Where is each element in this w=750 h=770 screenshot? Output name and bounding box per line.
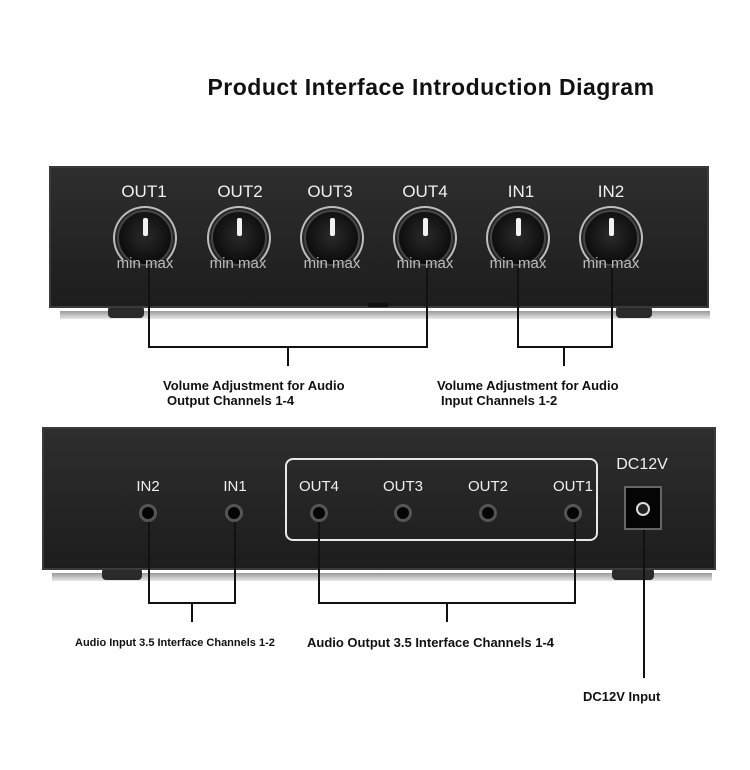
knob-range-out3: min max bbox=[303, 255, 361, 272]
knob-label-in2: IN2 bbox=[597, 182, 625, 201]
jack-out2[interactable] bbox=[479, 504, 497, 522]
front-right-foot bbox=[616, 306, 652, 318]
dc-leader-line bbox=[643, 530, 645, 678]
back-left-foot bbox=[102, 568, 142, 580]
caption-output-volume-line2: Output Channels 1-4 bbox=[167, 393, 295, 408]
knob-out1[interactable] bbox=[113, 206, 177, 270]
jack-out1[interactable] bbox=[564, 504, 582, 522]
dc-power-port[interactable] bbox=[624, 486, 662, 530]
bracket-inputs-stem bbox=[563, 346, 565, 366]
back-panel-shadow bbox=[52, 573, 712, 581]
knob-out3[interactable] bbox=[300, 206, 364, 270]
jack-in2[interactable] bbox=[139, 504, 157, 522]
front-panel-notch bbox=[368, 303, 388, 307]
front-panel-shadow bbox=[60, 311, 710, 319]
knob-label-out4: OUT4 bbox=[402, 182, 448, 201]
bracket-back-in1-line bbox=[234, 522, 236, 604]
knob-range-in1: min max bbox=[489, 255, 547, 272]
jack-out3[interactable] bbox=[394, 504, 412, 522]
knob-label-in1: IN1 bbox=[507, 182, 535, 201]
bracket-in1-line bbox=[517, 268, 519, 348]
bracket-back-in2-line bbox=[148, 522, 150, 604]
bracket-back-out1-line bbox=[574, 522, 576, 604]
knob-out4[interactable] bbox=[393, 206, 457, 270]
caption-audio-output: Audio Output 3.5 Interface Channels 1-4 bbox=[307, 635, 555, 650]
knob-out2[interactable] bbox=[207, 206, 271, 270]
caption-input-volume-line2: Input Channels 1-2 bbox=[441, 393, 558, 408]
caption-dc-input: DC12V Input bbox=[583, 689, 661, 704]
knob-label-out3: OUT3 bbox=[307, 182, 353, 201]
jack-in1[interactable] bbox=[225, 504, 243, 522]
front-left-foot bbox=[108, 306, 144, 318]
knob-range-out2: min max bbox=[209, 255, 267, 272]
caption-input-volume: Volume Adjustment for Audio Input Channe… bbox=[437, 378, 697, 408]
knob-in2[interactable] bbox=[579, 206, 643, 270]
bracket-out1-line bbox=[148, 268, 150, 348]
jack-label-out1: OUT1 bbox=[552, 478, 593, 495]
bracket-out4-line bbox=[426, 268, 428, 348]
diagram-title: Product Interface Introduction Diagram bbox=[207, 74, 655, 100]
knob-range-in2: min max bbox=[582, 255, 640, 272]
knob-range-out1: min max bbox=[116, 255, 174, 272]
dc-label: DC12V bbox=[616, 456, 668, 473]
back-panel bbox=[42, 427, 716, 570]
bracket-outputs-stem bbox=[287, 346, 289, 366]
caption-audio-input: Audio Input 3.5 Interface Channels 1-2 bbox=[75, 637, 275, 649]
caption-output-volume-line1: Volume Adjustment for Audio bbox=[163, 378, 345, 393]
caption-input-volume-line1: Volume Adjustment for Audio bbox=[437, 378, 619, 393]
jack-label-in1: IN1 bbox=[223, 478, 247, 495]
jack-label-out4: OUT4 bbox=[298, 478, 339, 495]
bracket-back-outputs-stem bbox=[446, 602, 448, 622]
jack-out4[interactable] bbox=[310, 504, 328, 522]
caption-output-volume: Volume Adjustment for Audio Output Chann… bbox=[163, 378, 423, 408]
jack-label-out2: OUT2 bbox=[467, 478, 508, 495]
bracket-back-inputs-stem bbox=[191, 602, 193, 622]
bracket-in2-line bbox=[611, 268, 613, 348]
knob-label-out1: OUT1 bbox=[121, 182, 167, 201]
knob-range-out4: min max bbox=[396, 255, 454, 272]
knob-in1[interactable] bbox=[486, 206, 550, 270]
jack-label-in2: IN2 bbox=[136, 478, 160, 495]
bracket-inputs-bar bbox=[517, 346, 613, 348]
bracket-back-out4-line bbox=[318, 522, 320, 604]
output-jack-group bbox=[285, 458, 598, 541]
jack-label-out3: OUT3 bbox=[382, 478, 423, 495]
knob-label-out2: OUT2 bbox=[217, 182, 263, 201]
